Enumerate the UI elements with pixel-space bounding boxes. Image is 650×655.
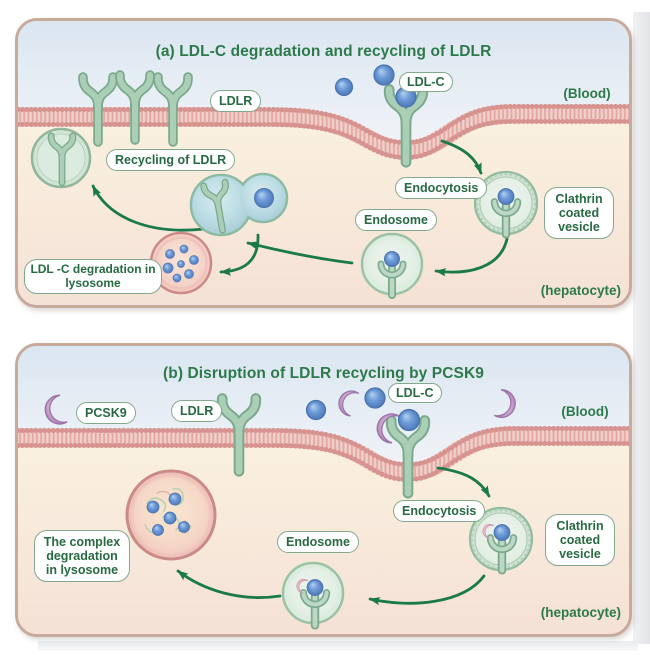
panel-a-title: (a) LDL-C degradation and recycling of L…	[155, 43, 492, 60]
arrow-endocytosis	[436, 466, 491, 498]
arrow-endocytosis	[440, 139, 483, 175]
lysosome-icon	[149, 231, 213, 295]
ldl-c-sphere-icon	[305, 399, 327, 421]
page-edge-bottom	[38, 641, 638, 651]
label-ldl-c: LDL-C	[388, 383, 442, 404]
label-clathrin-coated-vesicle: Clathrin coated vesicle	[545, 514, 615, 567]
label-blood: (Blood)	[563, 86, 611, 101]
label-clathrin-coated-vesicle: Clathrin coated vesicle	[544, 187, 614, 240]
arrow-vesicle-to-endosome	[368, 574, 486, 606]
label-recycling-of-ldlr: Recycling of LDLR	[106, 149, 236, 172]
endosome-icon	[281, 561, 345, 625]
endosome-icon	[360, 232, 424, 295]
label-endocytosis: Endocytosis	[393, 500, 486, 523]
label-ldlr: LDLR	[171, 400, 223, 423]
lysosome-icon	[125, 469, 217, 561]
budding-endosome-icon	[189, 172, 289, 237]
panel-a-ldlc-degradation: (a) LDL-C degradation and recycling of L…	[15, 18, 632, 308]
flow-arrows	[91, 139, 509, 277]
arrow-to-lysosome	[219, 233, 260, 276]
page-edge-right	[633, 12, 650, 644]
recycling-vesicle-icon	[30, 127, 92, 189]
arrow-vesicle-to-endosome	[434, 237, 509, 277]
label-endosome: Endosome	[277, 531, 359, 554]
arrow-recycling	[91, 184, 206, 232]
label-blood: (Blood)	[561, 404, 609, 419]
ldl-c-sphere-icon	[397, 408, 421, 432]
panel-b-pcsk9-disruption: (b) Disruption of LDLR recycling by PCSK…	[15, 343, 632, 637]
panel-a-artwork	[18, 21, 629, 305]
label-hepatocyte: (hepatocyte)	[540, 283, 621, 298]
label-ldlc-degradation: LDL -C degradation in lysosome	[24, 259, 162, 295]
label-ldl-c: LDL-C	[399, 72, 453, 93]
label-endosome: Endosome	[355, 209, 437, 232]
ldl-c-sphere-icon	[334, 77, 354, 97]
arrow-endosome-to-lysosome	[176, 569, 282, 599]
ldl-c-sphere-icon	[254, 188, 274, 208]
label-endocytosis: Endocytosis	[395, 177, 488, 200]
ldl-c-sphere-icon	[364, 387, 386, 409]
label-pcsk9: PCSK9	[76, 402, 136, 425]
clathrin-vesicle-icon	[468, 506, 534, 570]
ldl-c-sphere-icon	[373, 64, 395, 86]
label-complex-degradation: The complex degradation in lysosome	[34, 530, 130, 583]
ldlr-ldlc-pcsk9-complex	[373, 408, 425, 494]
clathrin-vesicle-icon	[473, 170, 539, 234]
panel-b-title: (b) Disruption of LDLR recycling by PCSK…	[162, 365, 484, 382]
label-hepatocyte: (hepatocyte)	[540, 605, 621, 620]
label-ldlr: LDLR	[210, 90, 262, 113]
panel-b-artwork	[18, 346, 629, 634]
flow-arrows	[176, 466, 491, 606]
